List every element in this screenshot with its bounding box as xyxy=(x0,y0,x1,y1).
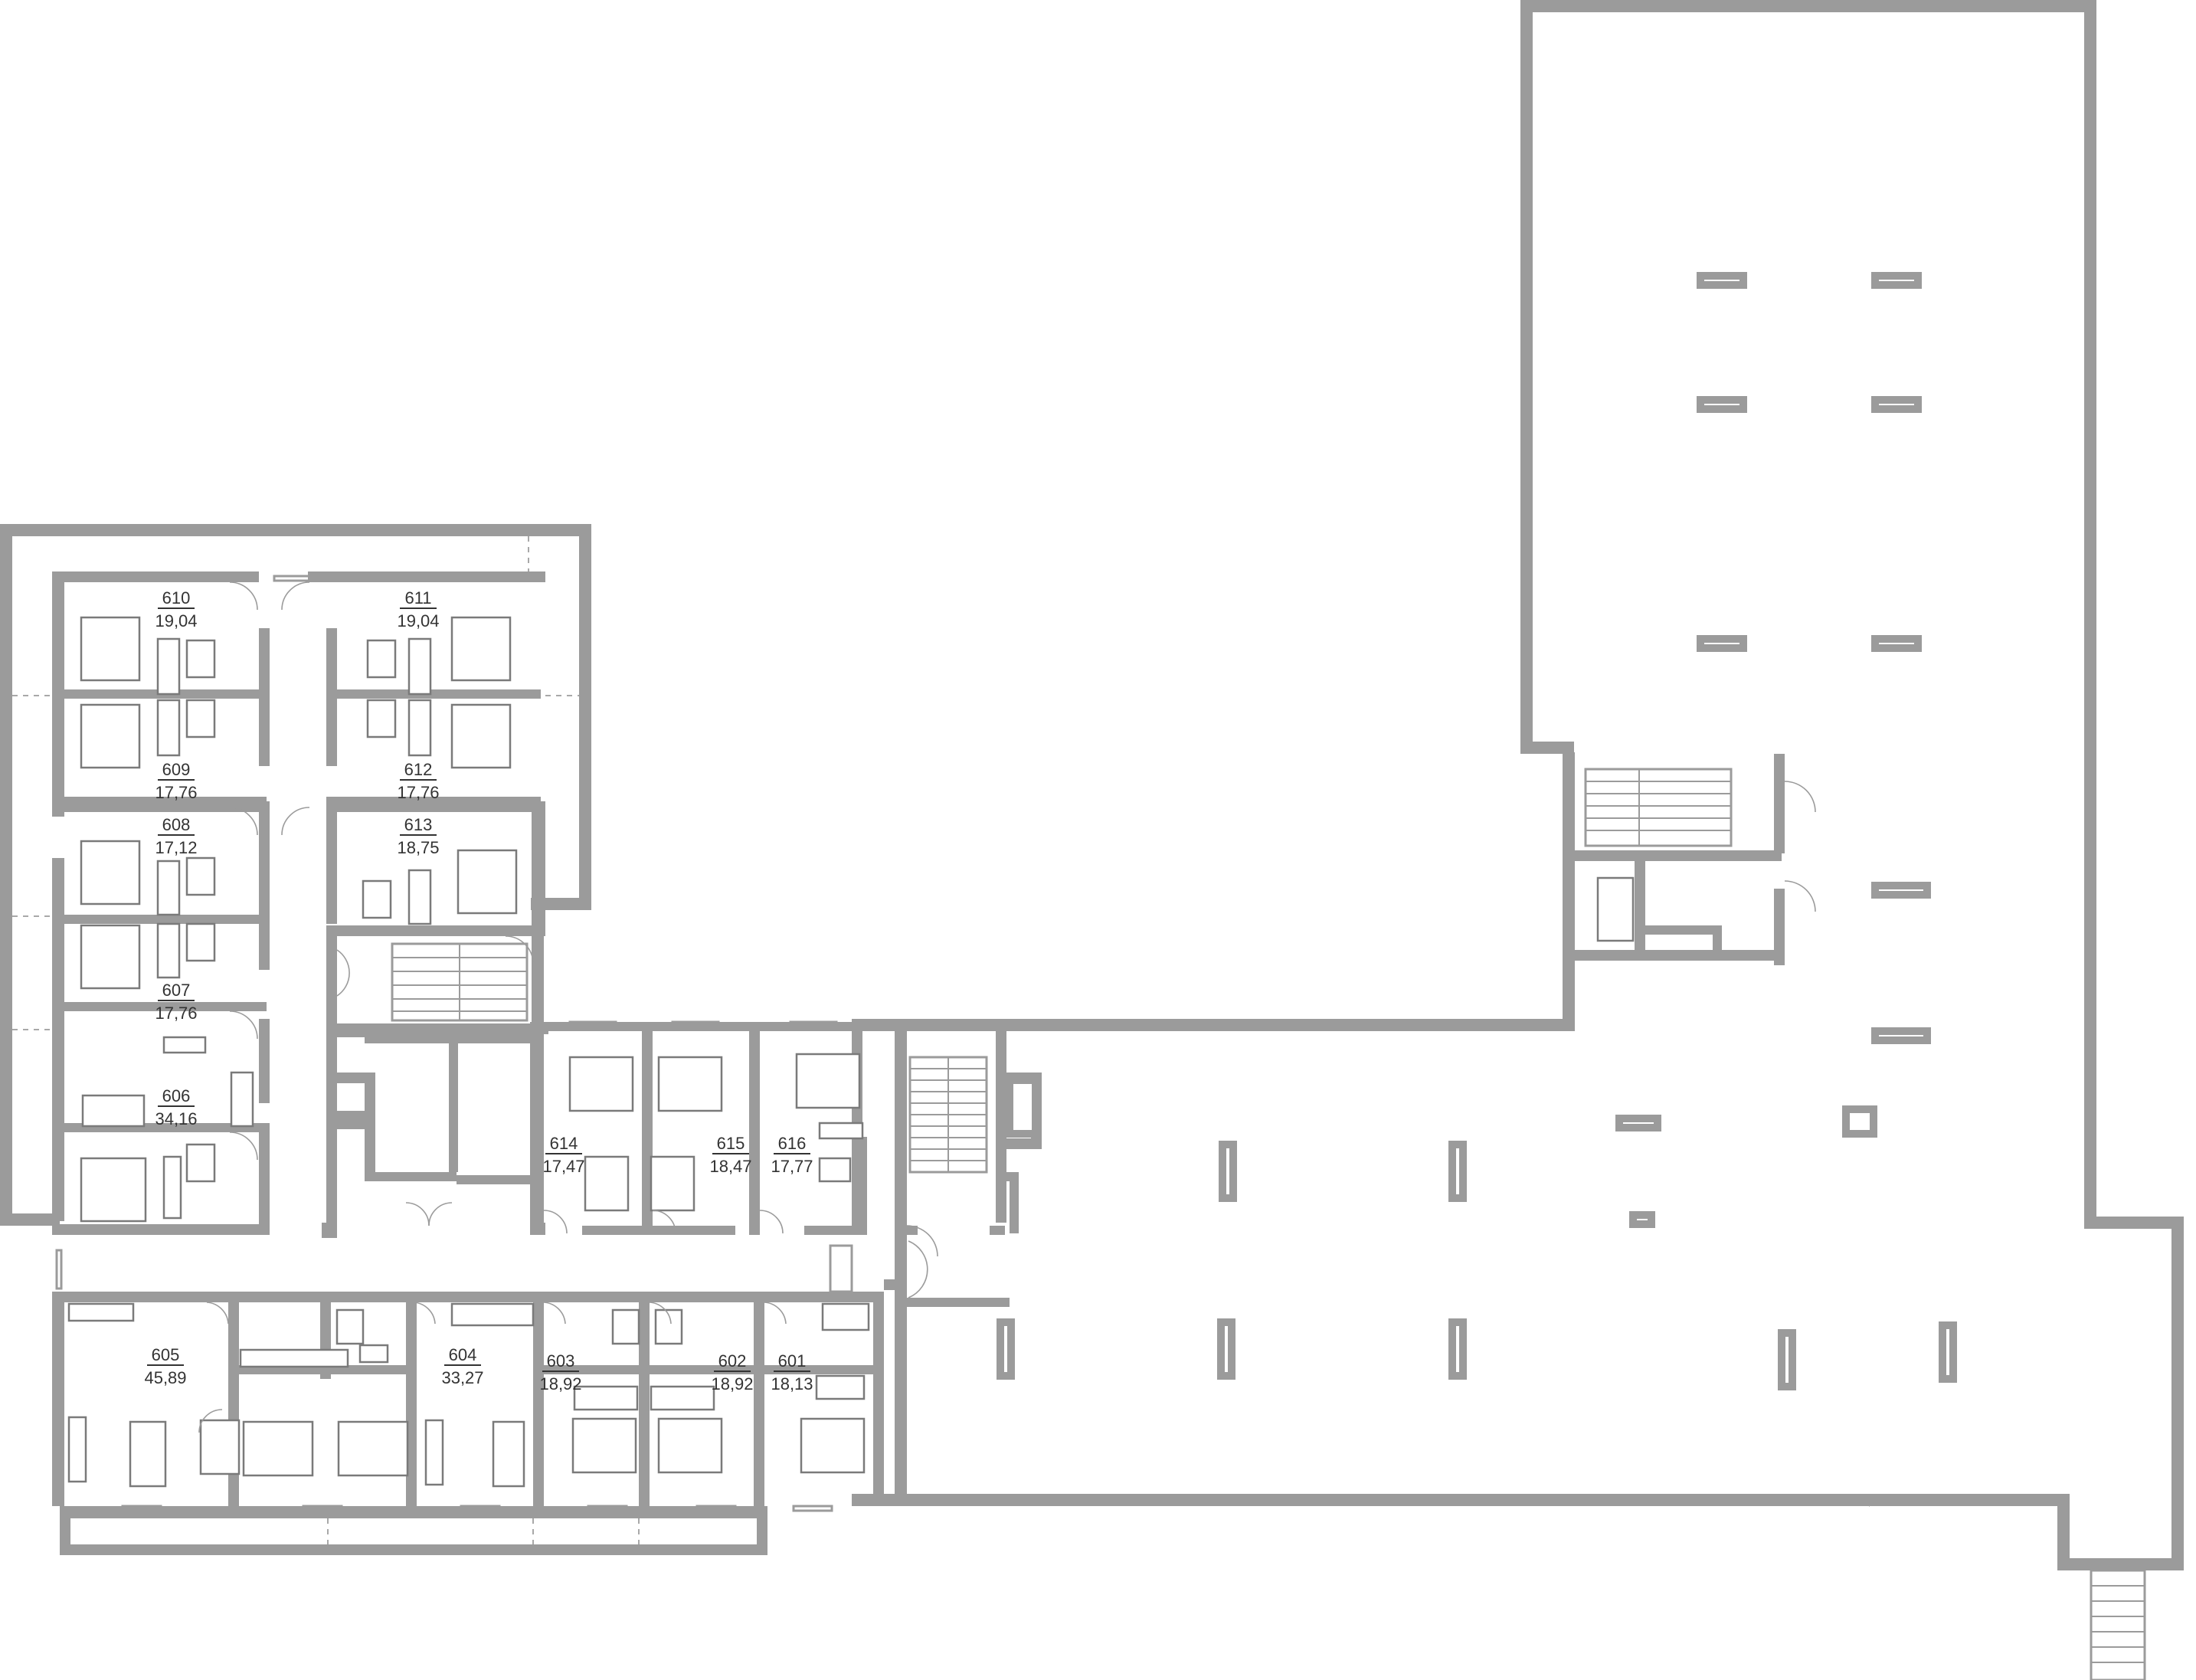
room-area: 18,75 xyxy=(397,838,439,857)
room-label-603: 603 18,92 xyxy=(539,1351,581,1393)
room-number: 606 xyxy=(162,1086,191,1105)
room-label-608: 608 17,12 xyxy=(155,815,197,857)
room-area: 17,12 xyxy=(155,838,197,857)
room-area: 17,76 xyxy=(155,783,197,802)
room-number: 613 xyxy=(404,815,433,834)
room-area: 19,04 xyxy=(155,611,197,630)
room-number: 607 xyxy=(162,981,191,1000)
room-number: 614 xyxy=(550,1134,578,1153)
stair-tower xyxy=(1584,768,1733,847)
room-number: 611 xyxy=(404,588,431,607)
room-label-602: 602 18,92 xyxy=(711,1351,753,1393)
room-label-606: 606 34,16 xyxy=(155,1086,197,1128)
room-area: 17,76 xyxy=(397,783,439,802)
stair-center xyxy=(908,1056,988,1174)
room-area: 34,16 xyxy=(155,1109,197,1128)
furniture xyxy=(67,616,1635,1488)
room-number: 608 xyxy=(162,815,191,834)
room-number: 604 xyxy=(449,1345,477,1364)
room-label-607: 607 17,76 xyxy=(155,981,197,1023)
room-label-611: 611 19,04 xyxy=(397,588,439,630)
columns xyxy=(997,272,1957,1390)
room-number: 610 xyxy=(162,588,191,607)
room-area: 18,13 xyxy=(771,1374,813,1393)
room-area: 18,47 xyxy=(709,1157,751,1176)
room-label-609: 609 17,76 xyxy=(155,760,197,802)
room-area: 17,76 xyxy=(155,1004,197,1023)
room-number: 612 xyxy=(404,760,433,779)
room-label-616: 616 17,77 xyxy=(771,1134,813,1176)
grid-lines xyxy=(12,536,640,1544)
room-number: 609 xyxy=(162,760,191,779)
room-area: 17,77 xyxy=(771,1157,813,1176)
room-area: 18,92 xyxy=(539,1374,581,1393)
room-area: 45,89 xyxy=(144,1368,186,1387)
interior-walls-south xyxy=(52,752,1785,1509)
room-number: 603 xyxy=(547,1351,575,1371)
room-number: 601 xyxy=(778,1351,807,1371)
room-label-604: 604 33,27 xyxy=(441,1345,483,1387)
room-area: 33,27 xyxy=(441,1368,483,1387)
stair-exterior xyxy=(2090,1569,2146,1680)
stair-west xyxy=(391,942,529,1022)
room-area: 17,47 xyxy=(542,1157,584,1176)
room-number: 615 xyxy=(717,1134,745,1153)
room-label-612: 612 17,76 xyxy=(397,760,439,802)
door-swings xyxy=(198,581,1816,1433)
room-labels: 610 19,04 611 19,04 609 17,76 612 17,76 … xyxy=(144,588,813,1393)
windows xyxy=(55,575,853,1512)
room-number: 616 xyxy=(778,1134,807,1153)
room-label-615: 615 18,47 xyxy=(709,1134,751,1176)
room-label-605: 605 45,89 xyxy=(144,1345,186,1387)
room-label-610: 610 19,04 xyxy=(155,588,197,630)
room-area: 19,04 xyxy=(397,611,439,630)
room-label-613: 613 18,75 xyxy=(397,815,439,857)
room-number: 605 xyxy=(152,1345,180,1364)
room-area: 18,92 xyxy=(711,1374,753,1393)
room-label-614: 614 17,47 xyxy=(542,1134,584,1176)
room-label-601: 601 18,13 xyxy=(771,1351,813,1393)
room-number: 602 xyxy=(718,1351,747,1371)
